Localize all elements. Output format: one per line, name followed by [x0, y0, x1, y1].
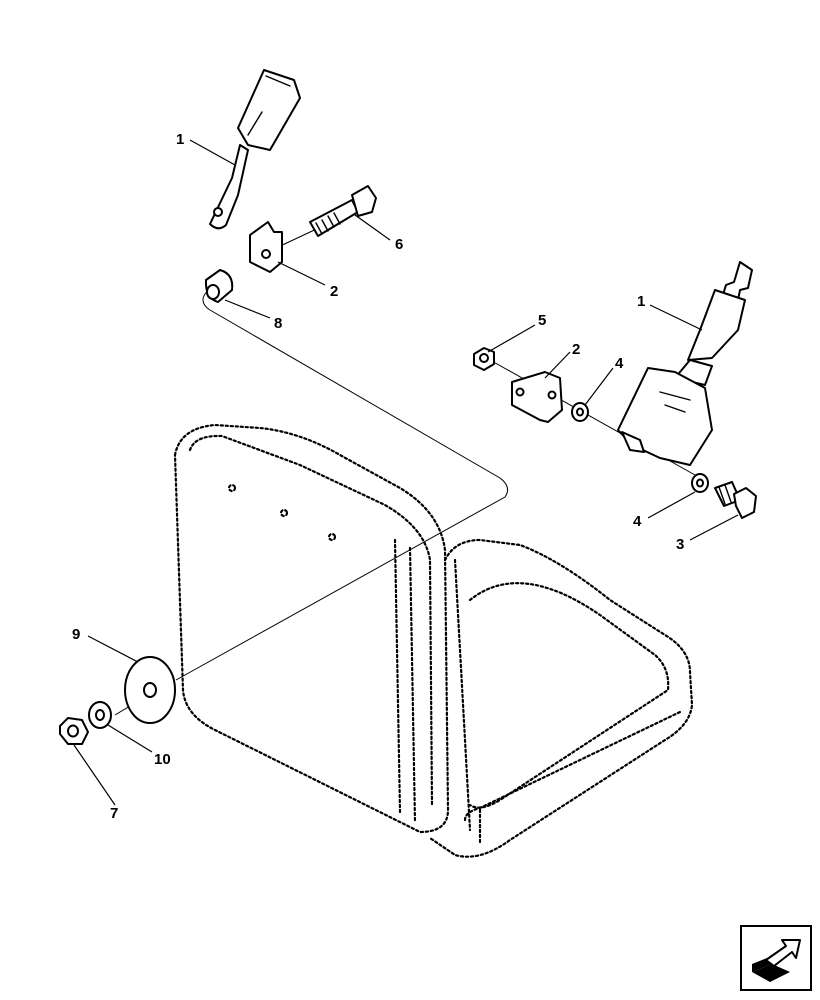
assembly-lines	[114, 224, 696, 716]
plate-washer	[124, 656, 176, 724]
mounting-bracket-right	[511, 371, 563, 423]
callout-lock-washer: 10	[154, 751, 171, 768]
seat-belt-buckle	[209, 69, 301, 230]
callout-flange-nut: 5	[538, 312, 546, 329]
callout-labels: 1 2 6 8 5 2 4 1 4 3 9 10 7	[72, 131, 684, 822]
washer-lower	[691, 473, 709, 493]
callout-bolt-long: 6	[395, 236, 403, 253]
lock-washer	[88, 701, 112, 729]
bolt-long	[309, 185, 377, 237]
callout-retractor: 1	[637, 293, 645, 310]
callout-bracket-upper: 2	[330, 283, 338, 300]
mounting-bracket-upper	[249, 221, 283, 273]
seat-outline	[173, 423, 694, 858]
leader-lines	[73, 139, 739, 806]
flange-nut	[473, 347, 495, 371]
callout-bolt-short: 3	[676, 536, 684, 553]
washer-upper	[571, 402, 589, 422]
callout-washer-upper: 4	[615, 355, 624, 372]
hex-nut	[59, 717, 89, 745]
bolt-short	[714, 481, 757, 519]
callout-plate-washer: 9	[72, 626, 80, 643]
callout-bracket-right: 2	[572, 341, 580, 358]
seat-belt-retractor	[617, 261, 753, 466]
callout-buckle: 1	[176, 131, 184, 148]
callout-spacer: 8	[274, 315, 282, 332]
callout-washer-lower: 4	[633, 513, 642, 530]
spacer	[204, 269, 234, 303]
callout-hex-nut: 7	[110, 805, 118, 822]
next-page-arrow-icon[interactable]	[740, 925, 812, 991]
